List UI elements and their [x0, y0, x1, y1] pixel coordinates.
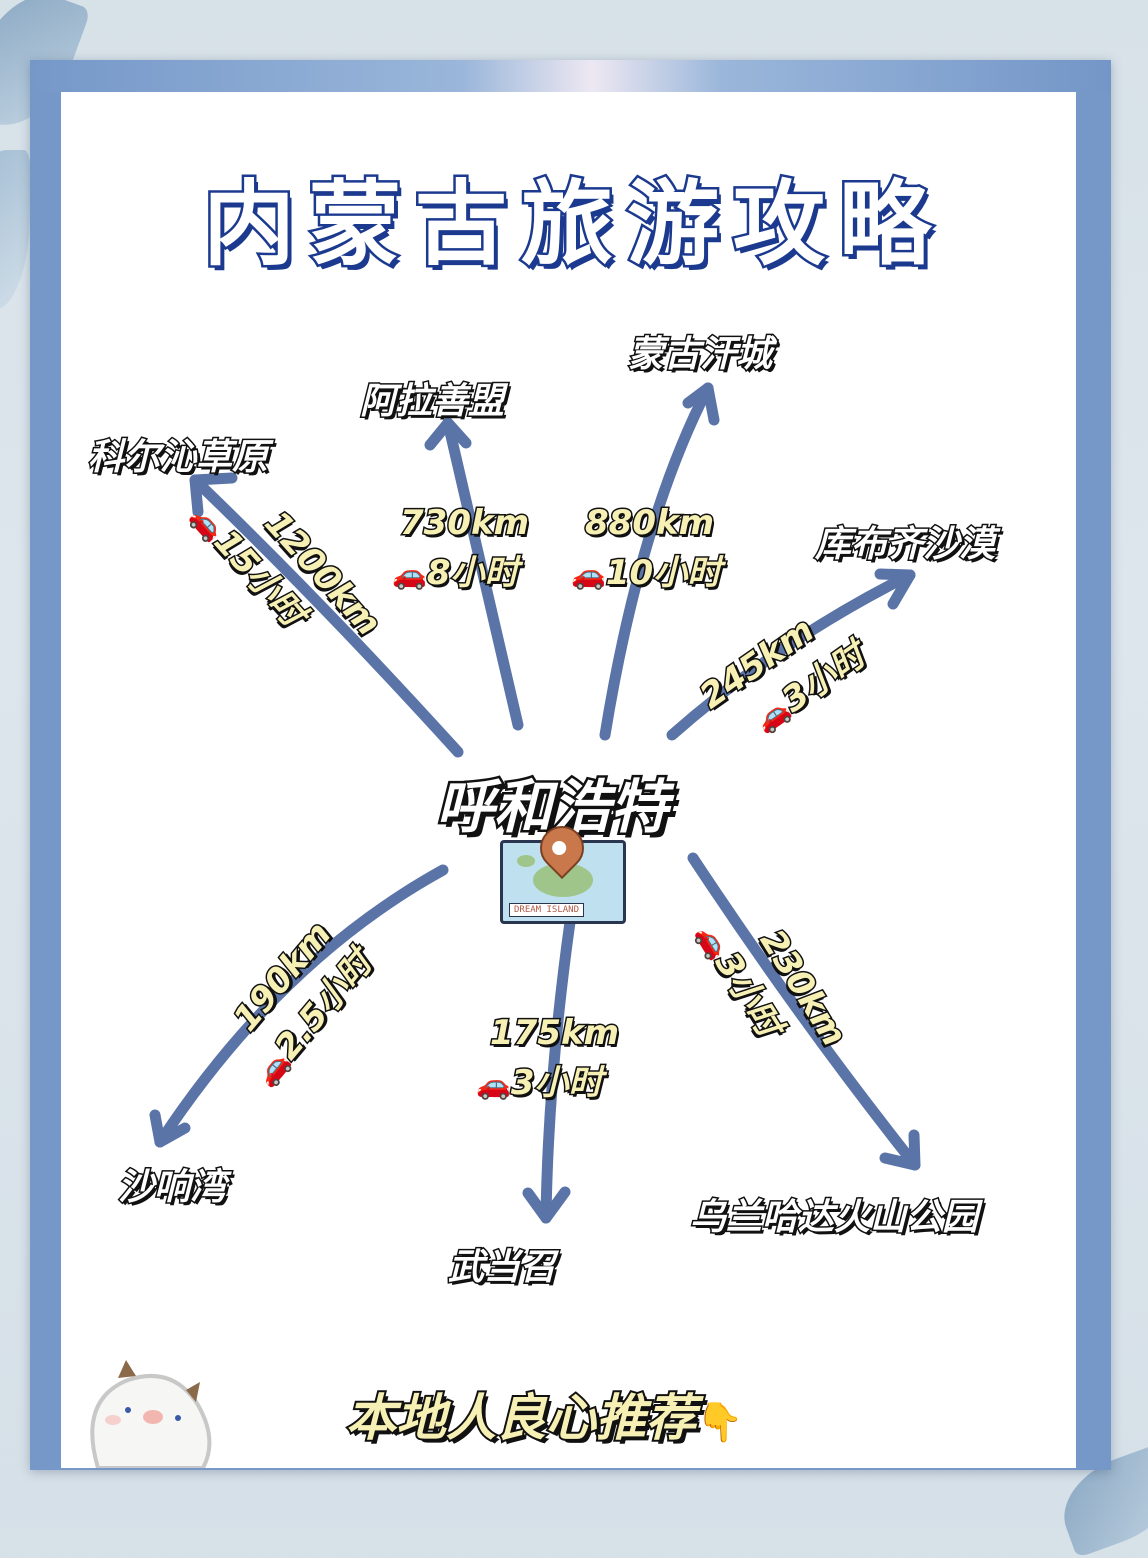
map-badge: DREAM ISLAND	[509, 903, 585, 917]
poster-paper	[61, 92, 1076, 1468]
footer-text: 本地人良心推荐	[344, 1387, 698, 1449]
route-info-wudangzhao: 175km 🚗3小时	[476, 1008, 621, 1110]
time-label: 8小时	[425, 552, 520, 595]
destination-wudangzhao: 武当召	[446, 1246, 557, 1290]
time-label: 10小时	[604, 552, 722, 595]
arrow-shaxiangwan	[154, 864, 449, 1148]
arrow-wudangzhao	[540, 916, 576, 1224]
destination-shaxiangwan: 沙响湾	[116, 1166, 227, 1210]
route-info-alashan: 730km 🚗8小时	[392, 498, 531, 600]
distance-label: 175km	[488, 1012, 620, 1055]
time-label: 3小时	[509, 1062, 604, 1105]
destination-kubuqi: 库布齐沙漠	[813, 523, 996, 567]
car-icon: 🚗	[476, 1068, 511, 1101]
mascot-illustration	[90, 1360, 212, 1468]
arrow-alashan	[442, 417, 524, 731]
arrow-wulanhada	[687, 852, 921, 1171]
distance-label: 880km	[583, 502, 715, 545]
page-title: 内蒙古旅游攻略	[200, 169, 945, 281]
arrow-keerqin	[189, 474, 464, 758]
destination-menggu-hancheng: 蒙古汗城	[626, 333, 773, 377]
arrow-kubuqi	[666, 569, 916, 741]
footer-recommendation: 本地人良心推荐👇	[344, 1378, 744, 1450]
route-info-menggu: 880km 🚗10小时	[571, 498, 723, 600]
car-icon: 🚗	[571, 558, 606, 591]
destination-alashan: 阿拉善盟	[358, 380, 505, 424]
pointing-down-icon: 👇	[696, 1400, 744, 1444]
car-icon: 🚗	[392, 558, 427, 591]
arrow-menggu	[599, 382, 714, 741]
distance-label: 730km	[398, 502, 530, 545]
destination-wulanhada: 乌兰哈达火山公园	[688, 1196, 979, 1240]
destination-keerqin: 科尔沁草原	[86, 436, 269, 480]
